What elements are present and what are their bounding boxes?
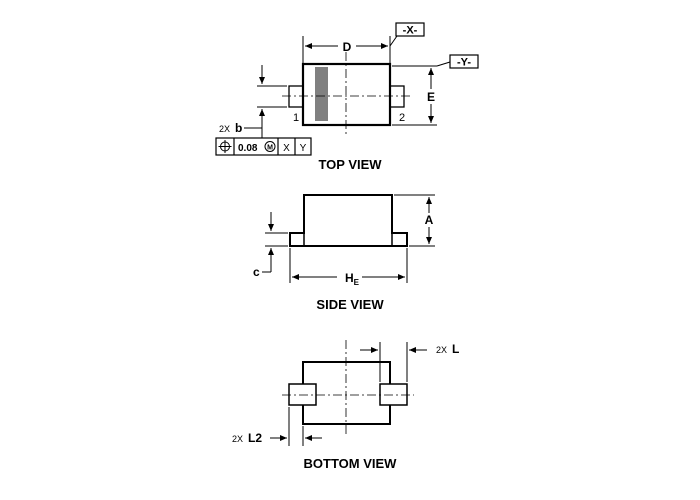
material-condition-label: M	[267, 145, 273, 152]
dimension-b-count: 2X	[219, 124, 230, 134]
top-view-title: TOP VIEW	[318, 157, 382, 172]
dimension-e-label: E	[427, 90, 435, 104]
feature-control-frame: 0.08 M X Y	[215, 137, 312, 156]
dimension-a-label: A	[425, 213, 434, 227]
datum-ref-y: Y	[300, 143, 307, 154]
side-view-title: SIDE VIEW	[316, 297, 384, 312]
cathode-band	[315, 67, 328, 121]
dimension-b-label: b	[235, 121, 242, 135]
pin-1-label: 1	[293, 112, 299, 124]
datum-ref-x: X	[283, 143, 290, 154]
dimension-he-label: HE	[345, 271, 360, 287]
position-tolerance-icon	[218, 140, 232, 153]
package-body-bottom	[302, 361, 391, 425]
top-view: -X- -Y- D E 1 2	[215, 22, 479, 172]
bottom-view-title: BOTTOM VIEW	[304, 456, 398, 471]
dimension-d-label: D	[343, 40, 352, 54]
pad-left	[288, 383, 317, 406]
side-view: A c HE SIDE VIEW	[253, 194, 435, 312]
package-body-side	[289, 194, 408, 247]
max-material-condition-icon: M	[264, 141, 276, 152]
dimension-l2-label: L2	[248, 431, 262, 445]
datum-x-box: -X-	[395, 22, 425, 37]
dimension-c-label: c	[253, 265, 260, 279]
pin-2-label: 2	[399, 112, 405, 124]
dimension-l2-count: 2X	[232, 434, 243, 444]
datum-y-label: -Y-	[457, 57, 471, 69]
tolerance-value: 0.08	[238, 143, 258, 154]
pad-right	[379, 383, 408, 406]
bottom-view: 2X L 2X L2 BOTTOM VIEW	[232, 340, 459, 471]
datum-y-box: -Y-	[449, 54, 479, 69]
dimension-l-count: 2X	[436, 345, 447, 355]
datum-x-label: -X-	[403, 25, 418, 37]
dimension-l-label: L	[452, 342, 459, 356]
